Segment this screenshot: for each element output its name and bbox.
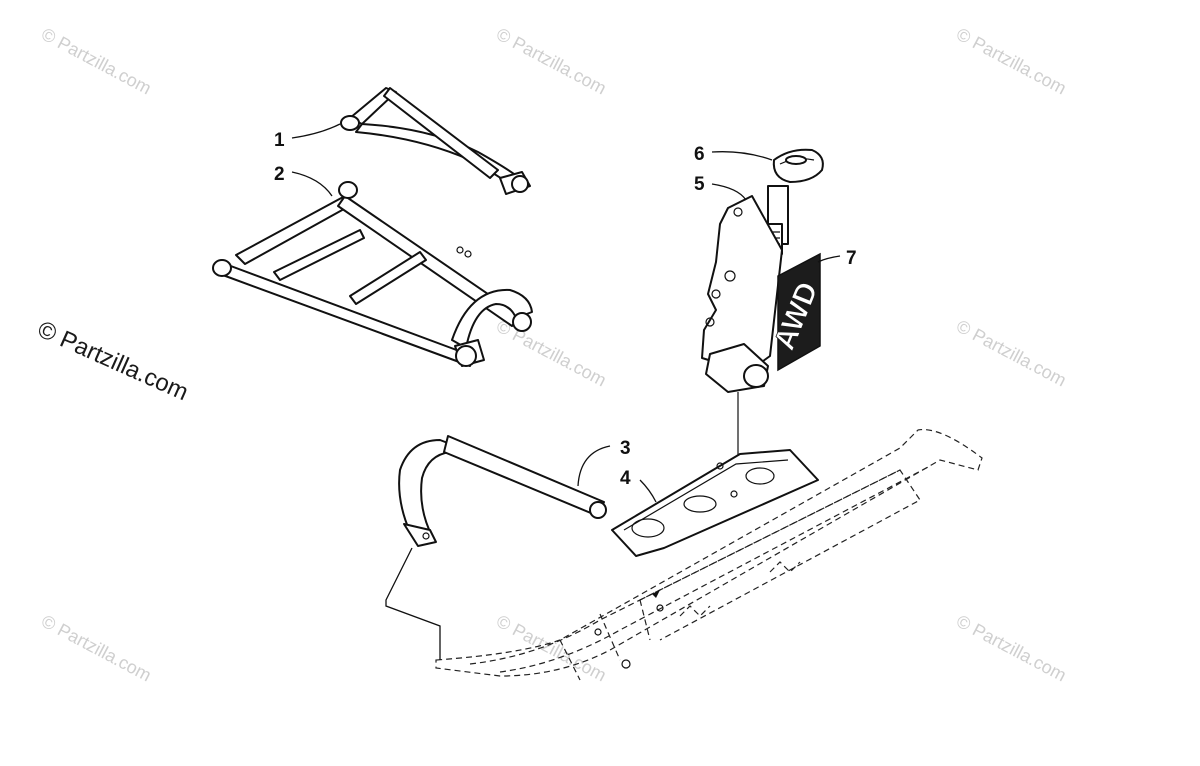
- watermark: © Partzilla.com: [953, 24, 1069, 99]
- watermarks: © Partzilla.com © Partzilla.com © Partzi…: [38, 24, 1069, 686]
- callout-3: 3: [620, 438, 631, 459]
- ski-loop: [398, 435, 607, 547]
- callout-leaders: [291, 123, 841, 503]
- upper-a-arm: [340, 87, 531, 195]
- callout-5: 5: [694, 174, 705, 195]
- watermark-main: © Partzilla.com: [34, 316, 193, 406]
- watermark: © Partzilla.com: [38, 611, 154, 686]
- spindle-clamp: [772, 148, 824, 183]
- ski-saddle: [611, 449, 819, 557]
- callout-numbers: 1 2 3 4 5 6 7: [274, 130, 857, 489]
- ski-loop-leader: [385, 547, 441, 660]
- callout-7: 7: [846, 248, 857, 269]
- callout-6: 6: [694, 144, 705, 165]
- watermark: © Partzilla.com: [493, 316, 609, 391]
- ski-spindle: [701, 185, 789, 393]
- watermark: © Partzilla.com: [493, 24, 609, 99]
- watermark: © Partzilla.com: [953, 611, 1069, 686]
- watermark: © Partzilla.com: [38, 24, 154, 99]
- watermark: © Partzilla.com: [953, 316, 1069, 391]
- callout-2: 2: [274, 164, 285, 185]
- callout-4: 4: [620, 468, 631, 489]
- callout-1: 1: [274, 130, 285, 151]
- ski: [435, 428, 983, 681]
- lower-a-arm: [212, 181, 533, 367]
